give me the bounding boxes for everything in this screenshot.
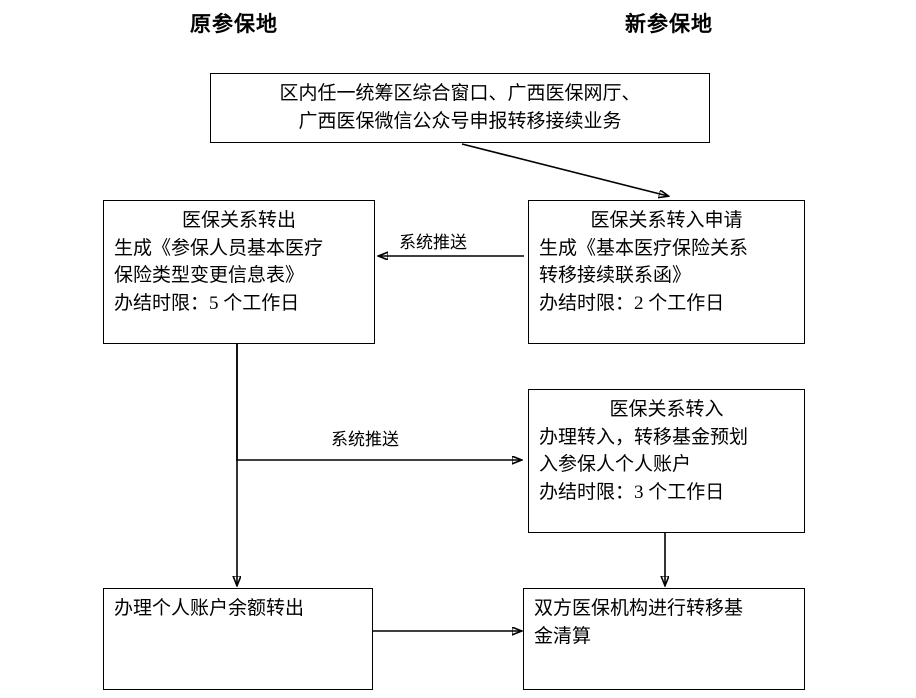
node-transfer-in-request-line-3: 转移接续联系函》 bbox=[539, 265, 692, 287]
column-header-destination: 新参保地 bbox=[625, 12, 713, 36]
node-transfer-in-request[interactable]: 医保关系转入申请 生成《基本医疗保险关系 转移接续联系函》 办结时限：2 个工作… bbox=[528, 200, 805, 344]
node-transfer-out-line-2: 生成《参保人员基本医疗 bbox=[114, 237, 324, 259]
node-transfer-in-line-2: 办理转入，转移基金预划 bbox=[539, 426, 749, 448]
node-transfer-in-request-line-2: 生成《基本医疗保险关系 bbox=[539, 237, 749, 259]
node-transfer-in[interactable]: 医保关系转入 办理转入，转移基金预划 入参保人个人账户 办结时限：3 个工作日 bbox=[528, 389, 805, 533]
edge-label-push-1: 系统推送 bbox=[399, 233, 467, 252]
node-fund-settlement-line-2: 金清算 bbox=[534, 625, 592, 647]
connector-apply-to-transfer-in-request bbox=[461, 143, 668, 196]
node-transfer-out-line-1: 医保关系转出 bbox=[181, 210, 296, 231]
node-transfer-out-line-3: 保险类型变更信息表》 bbox=[114, 265, 305, 287]
node-transfer-out-line-4: 办结时限：5 个工作日 bbox=[114, 292, 300, 314]
node-fund-settlement-line-1: 双方医保机构进行转移基 bbox=[534, 598, 744, 619]
node-transfer-in-line-3: 入参保人个人账户 bbox=[539, 454, 692, 476]
node-transfer-out[interactable]: 医保关系转出 生成《参保人员基本医疗 保险类型变更信息表》 办结时限：5 个工作… bbox=[103, 200, 375, 344]
edge-label-push-2: 系统推送 bbox=[331, 430, 399, 449]
node-apply-line-1: 区内任一统筹区综合窗口、广西医保网厅、 bbox=[279, 83, 641, 104]
node-account-balance-out[interactable]: 办理个人账户余额转出 bbox=[103, 588, 373, 690]
node-transfer-in-line-4: 办结时限：3 个工作日 bbox=[539, 481, 725, 503]
node-transfer-in-request-line-1: 医保关系转入申请 bbox=[590, 210, 743, 231]
node-fund-settlement[interactable]: 双方医保机构进行转移基 金清算 bbox=[523, 588, 805, 690]
node-apply[interactable]: 区内任一统筹区综合窗口、广西医保网厅、 广西医保微信公众号申报转移接续业务 bbox=[210, 73, 710, 143]
node-transfer-in-line-1: 医保关系转入 bbox=[609, 399, 724, 420]
node-apply-line-2: 广西医保微信公众号申报转移接续业务 bbox=[298, 110, 622, 132]
column-header-origin: 原参保地 bbox=[190, 12, 278, 36]
node-account-balance-out-line-1: 办理个人账户余额转出 bbox=[114, 598, 305, 619]
node-transfer-in-request-line-4: 办结时限：2 个工作日 bbox=[539, 292, 725, 314]
